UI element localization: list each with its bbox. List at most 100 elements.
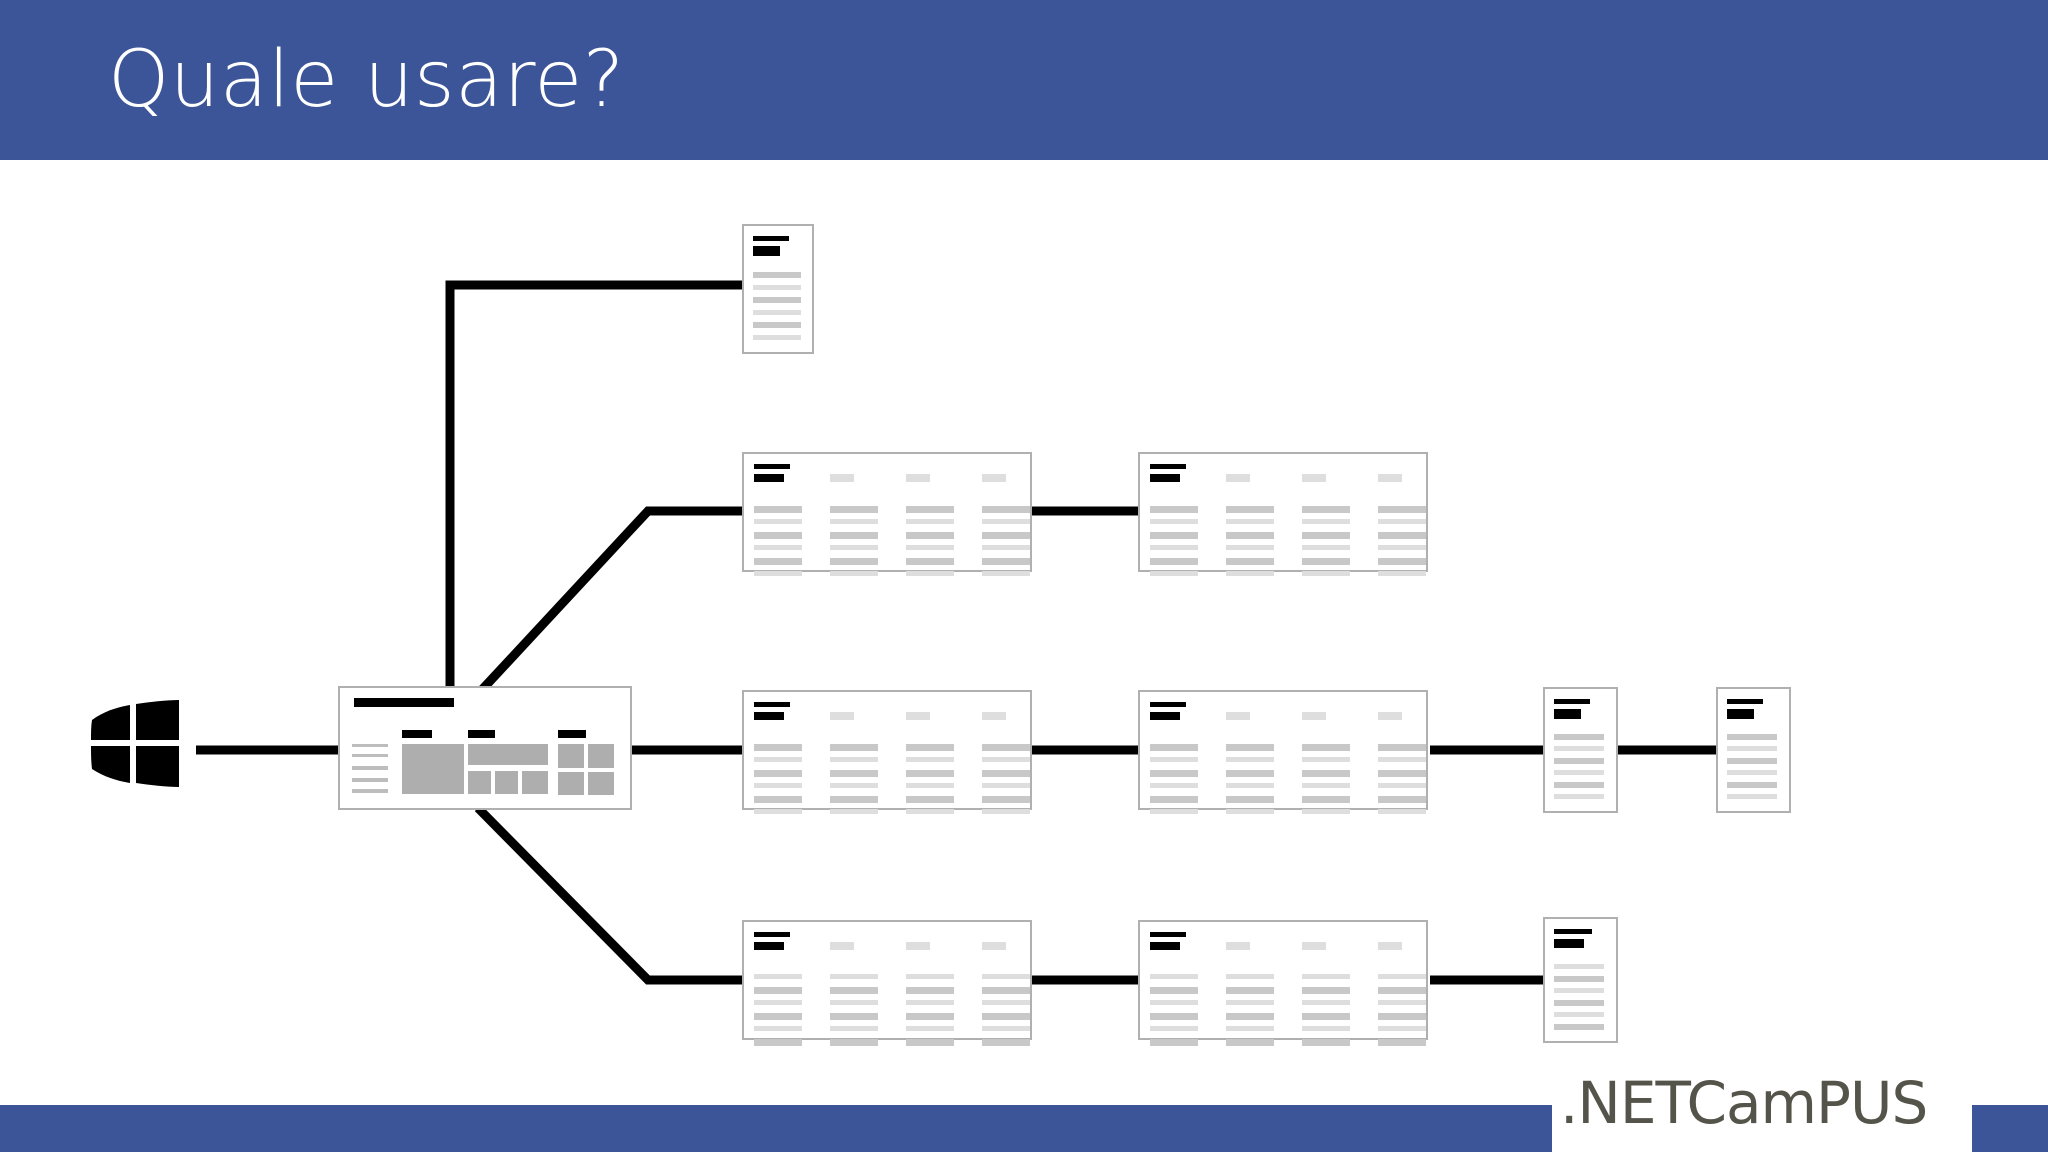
table-cell — [1378, 558, 1426, 565]
table-cell — [1226, 571, 1274, 576]
table-cell — [754, 558, 802, 565]
dashboard-application[interactable] — [338, 686, 632, 810]
document-node[interactable] — [1716, 687, 1791, 813]
app-section-label — [468, 730, 495, 738]
table-cell — [982, 506, 1030, 513]
doc-line — [1727, 770, 1777, 775]
table-cell — [754, 783, 802, 788]
table-cell — [906, 1039, 954, 1046]
table-column-header — [830, 474, 854, 482]
table-node[interactable] — [1138, 690, 1428, 814]
brand-letter-m: m — [1760, 1069, 1817, 1137]
table-node[interactable] — [1138, 452, 1428, 576]
doc-line — [1727, 758, 1777, 764]
brand-prefix: .NETC — [1560, 1069, 1727, 1137]
app-content-block[interactable] — [402, 744, 464, 794]
table-cell — [830, 974, 878, 979]
doc-line — [1727, 734, 1777, 740]
table-cell — [1302, 757, 1350, 762]
table-column-header — [830, 712, 854, 720]
table-cell — [754, 545, 802, 550]
table-cell — [1378, 783, 1426, 788]
table-cell — [1226, 783, 1274, 788]
wire-hub-to-bottom-table — [474, 804, 744, 985]
table-cell — [754, 506, 802, 513]
app-sidebar-line — [352, 778, 388, 782]
doc-line — [1554, 1024, 1604, 1030]
table-cell — [830, 744, 878, 751]
app-content-block[interactable] — [558, 744, 584, 768]
doc-line — [1554, 988, 1604, 993]
table-column-header — [982, 712, 1006, 720]
doc-line — [1554, 1000, 1604, 1006]
table-cell — [1378, 987, 1426, 994]
app-content-block[interactable] — [588, 772, 614, 795]
table-cell — [754, 1013, 802, 1020]
table-cell — [1378, 757, 1426, 762]
wire-hub-to-upper-table — [474, 506, 744, 698]
table-cell — [754, 1026, 802, 1031]
wire-hub-to-top-doc — [445, 280, 744, 750]
table-cell — [1378, 1013, 1426, 1020]
table-column-header — [906, 712, 930, 720]
table-cell — [906, 545, 954, 550]
table-cell — [982, 1013, 1030, 1020]
doc-line — [753, 297, 801, 303]
table-cell — [1226, 558, 1274, 565]
app-content-block[interactable] — [495, 771, 518, 794]
table-cell — [1378, 744, 1426, 751]
table-cell — [830, 1026, 878, 1031]
table-subtitle-bar — [1150, 712, 1180, 720]
table-cell — [830, 558, 878, 565]
app-content-block[interactable] — [468, 744, 548, 765]
table-node[interactable] — [1138, 920, 1428, 1046]
document-node[interactable] — [1543, 687, 1618, 813]
document-node[interactable] — [742, 224, 814, 354]
app-content-block[interactable] — [522, 771, 548, 794]
doc-line — [1727, 746, 1777, 751]
table-cell — [1150, 1026, 1198, 1031]
app-content-block[interactable] — [588, 744, 614, 768]
table-cell — [982, 744, 1030, 751]
table-cell — [982, 545, 1030, 550]
table-cell — [1378, 1026, 1426, 1031]
doc-line — [1727, 782, 1777, 788]
table-column-header — [1302, 474, 1326, 482]
table-cell — [1378, 796, 1426, 803]
table-cell — [1226, 770, 1274, 777]
app-sidebar-line — [352, 754, 388, 757]
table-title-bar — [754, 932, 790, 937]
table-cell — [906, 571, 954, 576]
table-cell — [906, 796, 954, 803]
table-title-bar — [1150, 932, 1186, 937]
table-cell — [1302, 1013, 1350, 1020]
table-cell — [906, 770, 954, 777]
app-content-block[interactable] — [468, 771, 491, 794]
table-node[interactable] — [742, 690, 1032, 814]
table-cell — [982, 1039, 1030, 1046]
document-node[interactable] — [1543, 917, 1618, 1043]
table-cell — [982, 796, 1030, 803]
doc-line — [753, 322, 801, 328]
table-subtitle-bar — [754, 474, 784, 482]
table-cell — [830, 506, 878, 513]
table-cell — [1302, 783, 1350, 788]
table-cell — [1150, 558, 1198, 565]
table-node[interactable] — [742, 920, 1032, 1046]
table-cell — [982, 974, 1030, 979]
doc-title-bar — [1554, 929, 1592, 934]
table-node[interactable] — [742, 452, 1032, 576]
table-cell — [906, 744, 954, 751]
table-cell — [1226, 987, 1274, 994]
app-content-block[interactable] — [558, 772, 584, 795]
table-cell — [754, 744, 802, 751]
table-cell — [1378, 1039, 1426, 1046]
table-cell — [1378, 770, 1426, 777]
table-cell — [982, 987, 1030, 994]
doc-line — [753, 310, 801, 315]
table-column-header — [1226, 712, 1250, 720]
table-cell — [1302, 744, 1350, 751]
table-cell — [1378, 1000, 1426, 1005]
doc-line — [1554, 770, 1604, 775]
table-cell — [906, 506, 954, 513]
